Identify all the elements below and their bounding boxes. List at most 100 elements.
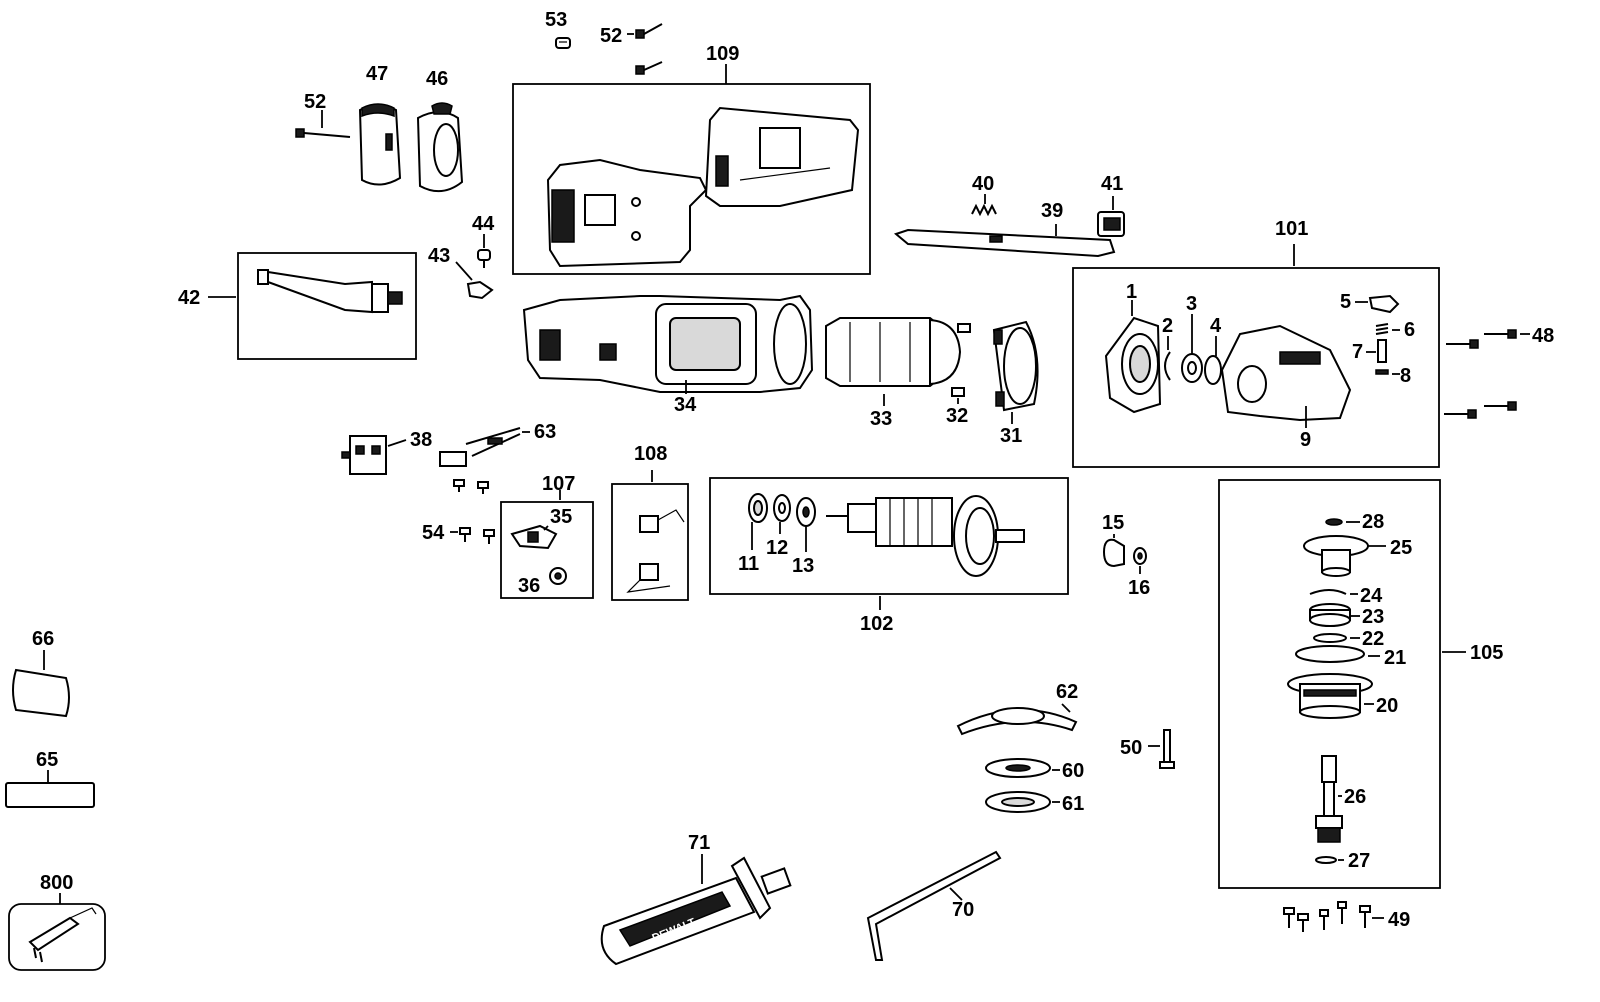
part-2-retaining-ring bbox=[1164, 351, 1171, 381]
label-24: 24 bbox=[1360, 585, 1383, 607]
part-50-screw bbox=[1159, 729, 1175, 769]
frame-109-housing bbox=[512, 83, 871, 275]
label-12: 12 bbox=[766, 537, 788, 559]
part-52-long-screw bbox=[295, 128, 351, 138]
part-61-flange bbox=[985, 791, 1051, 813]
part-71-side-handle bbox=[600, 856, 792, 966]
part-32-pins bbox=[951, 323, 971, 397]
part-small-screws bbox=[453, 479, 489, 494]
label-31: 31 bbox=[1000, 425, 1022, 447]
part-41-switch-button bbox=[1097, 211, 1125, 237]
part-35-brush-holder bbox=[510, 524, 558, 550]
part-66-label bbox=[12, 668, 70, 718]
label-44: 44 bbox=[472, 213, 495, 235]
label-32: 32 bbox=[946, 405, 968, 427]
part-16-nut bbox=[1133, 547, 1147, 565]
label-11: 11 bbox=[738, 553, 759, 575]
label-38: 38 bbox=[410, 429, 432, 451]
label-25: 25 bbox=[1390, 537, 1412, 559]
label-47: 47 bbox=[366, 63, 388, 85]
frame-42 bbox=[237, 252, 417, 360]
part-108-carbon-brushes bbox=[626, 509, 685, 593]
label-40: 40 bbox=[972, 173, 994, 195]
label-9: 9 bbox=[1300, 429, 1311, 451]
label-8: 8 bbox=[1400, 365, 1411, 387]
label-62: 62 bbox=[1056, 681, 1078, 703]
part-52-screw-top bbox=[635, 23, 663, 75]
label-39: 39 bbox=[1041, 200, 1063, 222]
part-48-screws bbox=[1444, 329, 1517, 419]
label-22: 22 bbox=[1362, 628, 1384, 650]
label-7: 7 bbox=[1352, 341, 1363, 363]
label-13: 13 bbox=[792, 555, 814, 577]
part-62-guard bbox=[956, 707, 1078, 736]
label-60: 60 bbox=[1062, 760, 1084, 782]
part-9-gear-case bbox=[1220, 324, 1352, 422]
label-52-top: 52 bbox=[600, 25, 622, 47]
part-109-housing-halves bbox=[546, 106, 860, 268]
part-11-bearing bbox=[748, 493, 768, 523]
part-13-washer bbox=[796, 497, 816, 527]
part-12-washer bbox=[773, 494, 791, 522]
label-65: 65 bbox=[36, 749, 58, 771]
frame-105-spindle bbox=[1218, 479, 1441, 889]
part-7-pin bbox=[1377, 339, 1387, 363]
part-49-screws bbox=[1283, 901, 1371, 932]
part-20-bearing-housing bbox=[1287, 673, 1373, 719]
part-39-switch-rod bbox=[893, 228, 1116, 258]
label-109: 109 bbox=[706, 43, 739, 65]
part-102-armature bbox=[826, 495, 1025, 577]
part-27-ring bbox=[1315, 856, 1337, 864]
label-43: 43 bbox=[428, 245, 450, 267]
label-107: 107 bbox=[542, 473, 575, 495]
part-6-spring bbox=[1375, 323, 1389, 335]
part-22-washer bbox=[1313, 633, 1347, 643]
label-16: 16 bbox=[1128, 577, 1150, 599]
part-42-shaft bbox=[257, 269, 403, 314]
part-47-end-cap bbox=[358, 103, 402, 186]
label-49: 49 bbox=[1388, 909, 1410, 931]
label-34: 34 bbox=[674, 394, 697, 416]
label-46: 46 bbox=[426, 68, 448, 90]
part-40-spring bbox=[971, 203, 997, 217]
part-31-fan-baffle bbox=[992, 320, 1039, 412]
label-108: 108 bbox=[634, 443, 667, 465]
label-61: 61 bbox=[1062, 793, 1084, 815]
part-3-bearing bbox=[1181, 353, 1203, 383]
label-63: 63 bbox=[534, 421, 556, 443]
part-5-lock-button bbox=[1368, 294, 1400, 314]
part-8-clip bbox=[1375, 369, 1389, 375]
part-21-o-ring bbox=[1295, 645, 1365, 663]
label-102: 102 bbox=[860, 613, 893, 635]
label-4: 4 bbox=[1210, 315, 1222, 337]
frame-800 bbox=[8, 903, 106, 971]
label-54: 54 bbox=[422, 522, 445, 544]
label-1: 1 bbox=[1126, 281, 1137, 303]
label-71: 71 bbox=[688, 832, 710, 854]
label-52-left: 52 bbox=[304, 91, 326, 113]
part-4-o-ring bbox=[1204, 355, 1222, 385]
part-1-bearing-plate bbox=[1104, 316, 1162, 414]
label-50: 50 bbox=[1120, 737, 1142, 759]
frame-101-gear-head bbox=[1072, 267, 1440, 468]
label-53: 53 bbox=[545, 9, 567, 31]
part-800-service-tool bbox=[28, 907, 97, 963]
part-43-clamp bbox=[466, 280, 494, 300]
label-800: 800 bbox=[40, 872, 73, 894]
label-36: 36 bbox=[518, 575, 540, 597]
part-23-bearing bbox=[1309, 603, 1351, 627]
label-6: 6 bbox=[1404, 319, 1415, 341]
label-35: 35 bbox=[550, 506, 572, 528]
part-33-stator bbox=[825, 317, 962, 387]
part-15-cap bbox=[1102, 538, 1125, 568]
part-36-spring bbox=[549, 567, 567, 585]
part-44-screw bbox=[477, 249, 491, 268]
part-26-spindle bbox=[1315, 755, 1343, 843]
part-38-switch bbox=[341, 435, 387, 475]
label-42: 42 bbox=[178, 287, 200, 309]
label-41: 41 bbox=[1101, 173, 1123, 195]
label-70: 70 bbox=[952, 899, 974, 921]
part-54-screws bbox=[459, 527, 495, 544]
label-101: 101 bbox=[1275, 218, 1308, 240]
